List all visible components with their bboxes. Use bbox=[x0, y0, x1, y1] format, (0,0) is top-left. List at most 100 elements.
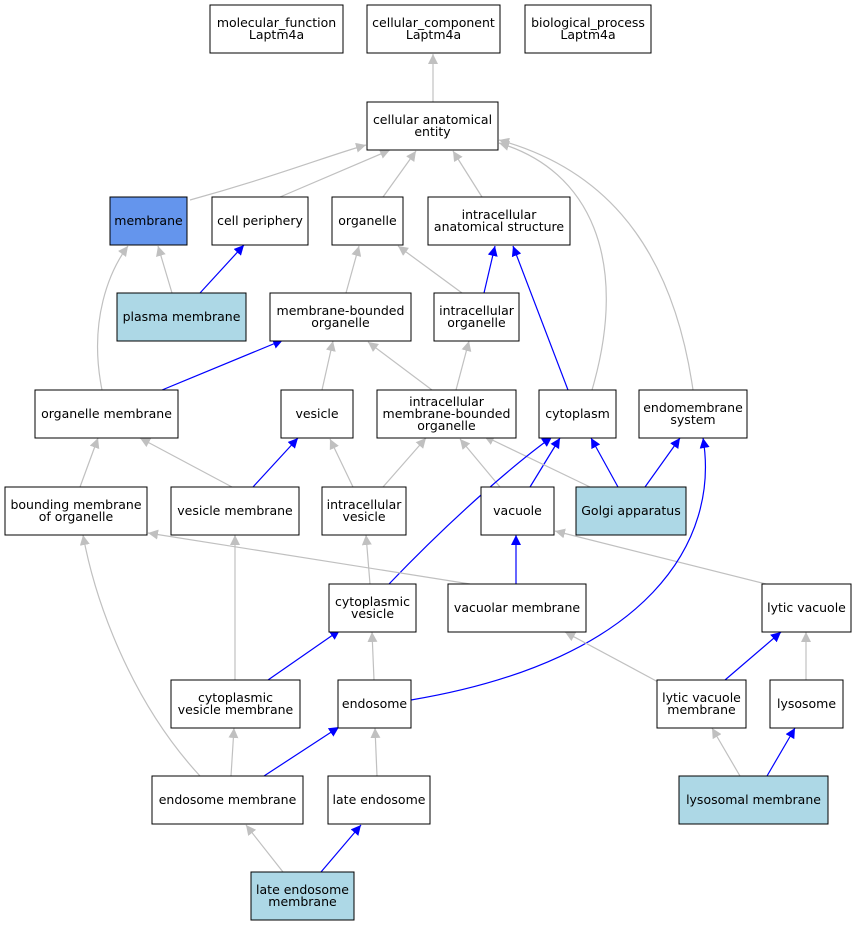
node-cytoplasm[interactable]: cytoplasm bbox=[538, 389, 617, 439]
edge-endosome-to-cytoplasmic-vesicle bbox=[367, 631, 378, 681]
node-plasma-membrane[interactable]: plasma membrane bbox=[116, 292, 247, 342]
edge-late-endosome-to-endosome bbox=[370, 727, 381, 777]
node-label: intracellular bbox=[439, 303, 515, 318]
node-label: organelle bbox=[447, 315, 506, 330]
edge-endosome-membrane-to-bounding-membrane bbox=[79, 534, 201, 777]
node-box bbox=[211, 196, 309, 246]
node-lytic-vacuole[interactable]: lytic vacuole bbox=[761, 583, 852, 633]
node-label: membrane bbox=[268, 894, 337, 909]
node-label: cellular_component bbox=[372, 15, 495, 30]
edge-organelle-to-cellular-anatomical-entity bbox=[382, 150, 417, 198]
node-label: vacuolar membrane bbox=[454, 600, 580, 615]
node-endosome[interactable]: endosome bbox=[337, 679, 412, 729]
node-label: vacuole bbox=[493, 503, 542, 518]
edge-late-endosome-membrane-to-endosome-membrane bbox=[245, 824, 284, 873]
node-box bbox=[538, 389, 617, 439]
node-label: plasma membrane bbox=[123, 309, 241, 324]
node-label: Golgi apparatus bbox=[581, 503, 681, 518]
edge-cell-periphery-to-cellular-anatomical-entity bbox=[279, 149, 391, 198]
edge-golgi-apparatus-to-cytoplasm bbox=[590, 437, 619, 488]
node-box bbox=[638, 389, 748, 439]
node-box bbox=[151, 775, 304, 825]
edge-late-endosome-membrane-to-late-endosome bbox=[320, 824, 362, 873]
node-box bbox=[447, 583, 587, 633]
edge-intracellular-organelle-to-organelle bbox=[397, 245, 463, 294]
node-vesicle[interactable]: vesicle bbox=[280, 389, 354, 439]
node-box bbox=[366, 4, 501, 54]
edge-plasma-membrane-to-cell-periphery bbox=[199, 244, 245, 294]
edge-cytoplasm-to-cellular-anatomical-entity bbox=[498, 141, 607, 391]
node-label: intracellular bbox=[462, 207, 538, 222]
nodes-layer: molecular_functionLaptm4acellular_compon… bbox=[4, 4, 852, 921]
node-label: bounding membrane bbox=[10, 497, 141, 512]
node-organelle-membrane[interactable]: organelle membrane bbox=[34, 389, 179, 439]
node-label: organelle membrane bbox=[41, 406, 172, 421]
node-vacuolar-membrane[interactable]: vacuolar membrane bbox=[447, 583, 587, 633]
edge-intracellular-vesicle-to-vesicle bbox=[329, 438, 354, 488]
node-organelle[interactable]: organelle bbox=[331, 196, 404, 246]
node-label: biological_process bbox=[531, 15, 645, 30]
node-label: vesicle membrane bbox=[177, 503, 293, 518]
edge-intracellular-anatomical-structure-to-cellular-anatomical-entity bbox=[452, 150, 483, 198]
node-label: organelle bbox=[338, 213, 397, 228]
node-box bbox=[280, 389, 354, 439]
node-box bbox=[524, 4, 652, 54]
node-box bbox=[433, 292, 520, 342]
edge-vesicle-to-membrane-bounded-organelle bbox=[321, 340, 336, 391]
node-label: Laptm4a bbox=[406, 27, 461, 42]
node-label: of organelle bbox=[39, 509, 114, 524]
edge-endosome-to-endomembrane-system bbox=[410, 437, 710, 701]
node-label: endosome bbox=[342, 696, 408, 711]
node-label: molecular_function bbox=[217, 15, 336, 30]
edge-vesicle-membrane-to-vesicle bbox=[252, 437, 299, 488]
node-label: membrane-bounded bbox=[277, 303, 405, 318]
edge-golgi-apparatus-to-intracellular-mbo bbox=[483, 435, 591, 488]
node-box bbox=[170, 679, 301, 729]
node-label: membrane bbox=[667, 702, 736, 717]
node-box bbox=[170, 486, 300, 536]
node-vacuole[interactable]: vacuole bbox=[480, 486, 555, 536]
edge-vesicle-membrane-to-organelle-membrane bbox=[139, 437, 233, 488]
node-label: intracellular bbox=[409, 394, 485, 409]
node-membrane[interactable]: membrane bbox=[109, 196, 188, 246]
edges-layer bbox=[79, 54, 811, 873]
node-label: organelle bbox=[311, 315, 370, 330]
edge-organelle-membrane-to-membrane-bounded-organelle bbox=[161, 339, 284, 391]
edge-cytoplasm-to-intracellular-anatomical-structure bbox=[511, 245, 569, 391]
node-cell-periphery[interactable]: cell periphery bbox=[211, 196, 309, 246]
node-label: endosome membrane bbox=[159, 792, 297, 807]
edge-plasma-membrane-to-membrane bbox=[156, 245, 173, 294]
node-late-endosome[interactable]: late endosome bbox=[327, 775, 431, 825]
node-label: late endosome bbox=[333, 792, 426, 807]
node-label: system bbox=[670, 412, 715, 427]
edge-lytic-vacuole-to-vacuole bbox=[554, 528, 791, 591]
node-label: cytoplasm bbox=[545, 406, 610, 421]
node-box bbox=[376, 389, 517, 439]
node-vesicle-membrane[interactable]: vesicle membrane bbox=[170, 486, 300, 536]
node-box bbox=[427, 196, 571, 246]
node-lysosomal-membrane[interactable]: lysosomal membrane bbox=[678, 775, 829, 825]
node-endosome-membrane[interactable]: endosome membrane bbox=[151, 775, 304, 825]
edge-membrane-bounded-organelle-to-organelle bbox=[345, 245, 362, 294]
node-lysosome[interactable]: lysosome bbox=[769, 679, 844, 729]
edge-vacuolar-membrane-to-bounding-membrane bbox=[147, 529, 471, 585]
edge-lytic-vacuole-membrane-to-lytic-vacuole bbox=[724, 631, 782, 681]
node-label: late endosome bbox=[256, 882, 349, 897]
node-golgi-apparatus[interactable]: Golgi apparatus bbox=[575, 486, 687, 536]
edge-vacuole-to-intracellular-mbo bbox=[459, 438, 501, 488]
